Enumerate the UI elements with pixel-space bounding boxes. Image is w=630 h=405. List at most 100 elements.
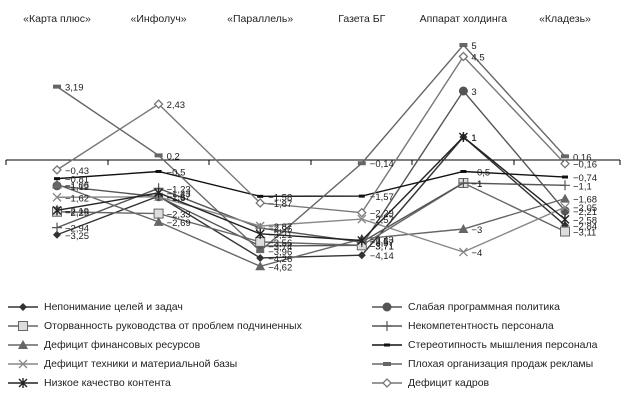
data-label: −3,71 [370, 241, 394, 252]
marker-plus [382, 321, 392, 331]
marker-x [560, 202, 570, 212]
marker-dash [257, 194, 264, 198]
marker-dash [54, 177, 60, 181]
data-label: −3 [471, 225, 482, 236]
data-label: −3,21 [268, 230, 292, 241]
series-line [56, 136, 566, 259]
marker-plus [560, 180, 570, 191]
data-label: −0,81 [65, 175, 89, 186]
legend-swatch [8, 303, 38, 311]
marker-star [560, 214, 570, 225]
data-label: −3,43 [370, 235, 394, 246]
data-label: −2,57 [370, 215, 394, 226]
category-label: Аппарат холдинга [420, 13, 508, 25]
series-line [56, 183, 566, 267]
data-label: −3,5 [370, 237, 389, 248]
marker-dash-gray [53, 84, 61, 89]
legend-label: Слабая программная политика [408, 301, 560, 313]
legend-item: Стереотипность мышления персонала [370, 338, 597, 352]
marker-dash-gray [561, 154, 569, 159]
data-label: −3,71 [370, 241, 394, 252]
marker-x [255, 221, 265, 231]
legend-item: Дефицит техники и материальной базы [6, 357, 237, 371]
marker-x [52, 192, 62, 202]
marker-circle-filled [382, 302, 392, 312]
marker-dash-gray [256, 249, 265, 254]
legend-swatch [8, 378, 38, 388]
category-label: «Инфолуч» [131, 13, 187, 25]
line-chart: «Карта плюс»«Инфолуч»«Параллель»Газета Б… [5, 13, 621, 273]
data-label: 0,16 [573, 152, 592, 163]
legend-item: Непонимание целей и задач [6, 300, 183, 314]
legend-item: Низкое качество контента [6, 376, 171, 390]
legend-swatch [372, 343, 402, 347]
marker-diamond-hollow [382, 378, 392, 388]
data-label: −3,96 [268, 247, 292, 258]
legend-label: Дефицит техники и материальной базы [44, 358, 238, 370]
data-label: −1,1 [573, 181, 592, 192]
marker-plus [458, 178, 469, 188]
legend-swatch [8, 359, 38, 369]
marker-dash-gray [459, 43, 468, 47]
series-line [56, 136, 566, 242]
data-label: −3,57 [370, 238, 394, 249]
legend-swatch [8, 321, 38, 331]
data-label: 3 [471, 87, 476, 98]
legend-label: Оторванность руководства от проблем подч… [44, 320, 302, 332]
marker-dash-gray [154, 153, 163, 158]
marker-circle-filled [458, 86, 468, 96]
category-label: «Карта плюс» [23, 13, 91, 25]
legend-swatch [372, 362, 402, 366]
data-label: −3,11 [573, 228, 596, 239]
data-label: 5 [471, 41, 476, 52]
data-label: −4,14 [370, 251, 394, 262]
marker-x [357, 214, 367, 224]
marker-square-hollow [18, 321, 28, 331]
marker-dash-gray [383, 362, 391, 366]
series-дефицит-кадров [52, 51, 570, 218]
legend-item: Слабая программная политика [370, 300, 560, 314]
legend-swatch [372, 378, 402, 388]
data-label: −0,74 [573, 173, 597, 184]
marker-triangle-filled [255, 261, 266, 271]
data-label: −1,06 [65, 180, 89, 191]
data-label: −3,74 [268, 242, 292, 253]
marker-dash [562, 175, 568, 179]
series-line [56, 43, 566, 253]
data-label: −1,6 [167, 193, 186, 204]
marker-triangle-filled [153, 216, 164, 226]
series-плохая-организация-продаж-рекламы [53, 43, 569, 254]
marker-dash [155, 170, 162, 173]
marker-dash [460, 170, 467, 173]
legend-item: Некомпетентность персонала [370, 319, 554, 333]
category-label: «Кладезь» [539, 13, 591, 25]
category-label: Газета БГ [338, 13, 385, 25]
series-дефицит-техники-и-материальной-базы [52, 192, 570, 257]
data-label: −4,62 [268, 262, 292, 273]
series-низкое-качество-контента [52, 132, 570, 246]
marker-diamond-filled [53, 230, 61, 239]
data-label: −1,87 [268, 199, 292, 210]
data-label: 3,19 [65, 83, 84, 94]
data-label: −2,94 [65, 224, 89, 235]
data-label: −2,33 [167, 210, 191, 221]
series-line [56, 196, 566, 253]
marker-triangle-filled [52, 179, 62, 189]
data-label: −1,62 [65, 193, 89, 204]
data-label: −0,16 [573, 160, 597, 171]
legend-label: Стереотипность мышления персонала [408, 339, 598, 351]
marker-triangle-filled [560, 193, 570, 203]
marker-x [18, 359, 28, 369]
data-label: −2,05 [573, 203, 597, 214]
data-label: −0,5 [167, 168, 186, 179]
data-label: −2,69 [167, 218, 191, 229]
data-label: −1,68 [573, 195, 597, 206]
legend-item: Дефицит финансовых ресурсов [6, 338, 200, 352]
marker-diamond-filled [357, 251, 366, 260]
data-label: −2,87 [268, 222, 292, 233]
marker-dash-gray [357, 161, 366, 166]
marker-diamond-filled [19, 303, 27, 311]
marker-diamond-hollow [255, 198, 266, 208]
data-label: −2,19 [65, 206, 89, 217]
